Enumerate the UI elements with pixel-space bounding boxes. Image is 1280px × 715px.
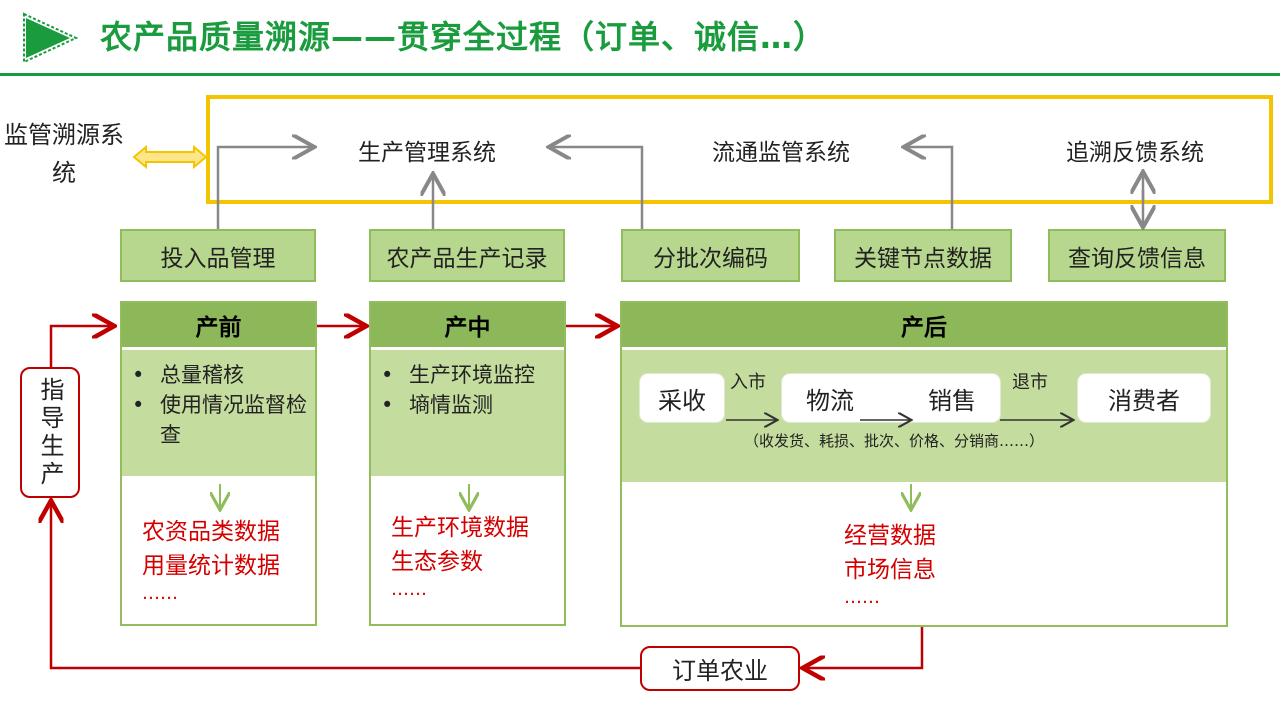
traceback-feedback-system: 追溯反馈系统 [1066,140,1204,166]
stage-post-ellipsis: …… [844,587,880,608]
stage-pre-bullet: 使用情况监督检查 [122,390,315,450]
flow-detail-note: （收发货、耗损、批次、价格、分销商……） [744,432,1045,450]
stage-mid-data-line: 生态参数 [391,549,483,575]
module-batch-coding: 分批次编码 [621,229,800,282]
stage-pre-data-line: 农资品类数据 [142,519,280,545]
node-to-circulation-arrow [906,147,954,229]
stage-pre-bullet: 总量稽核 [122,360,315,390]
stage-pre-data-line: 用量统计数据 [142,553,280,579]
stage-mid-bullet: 墒情监测 [371,390,564,420]
post-to-order-arrow [805,627,924,668]
flow-exit-market-label: 退市 [1012,372,1048,393]
flow-harvest: 采收 [640,374,724,422]
order-farming-box: 订单农业 [640,646,800,691]
stage-pre-ellipsis: …… [142,583,178,604]
stage-mid-title: 产中 [371,303,564,347]
stage-pre-data: 农资品类数据 用量统计数据 …… [122,479,315,604]
stage-pre-title: 产前 [122,303,315,347]
bidirectional-arrow-icon [132,144,208,170]
stage-post-data-line: 市场信息 [844,557,936,583]
logo-arrow-icon [20,12,80,64]
stage-post-data: 经营数据 市场信息 …… [622,485,1226,608]
flow-logistics-sales: 物流 销售 [782,374,1000,422]
production-management-system: 生产管理系统 [358,140,496,166]
stage-post-title: 产后 [622,303,1226,347]
stage-pre-production: 产前 总量稽核 使用情况监督检查 农资品类数据 用量统计数据 …… [120,301,317,626]
guide-production-label: 指导生产 [36,376,64,489]
stage-mid-bullet: 生产环境监控 [371,360,564,390]
module-production-record: 农产品生产记录 [369,229,565,282]
batch-to-production-arrow [551,147,644,229]
supervision-system-frame [206,95,1273,204]
stage-post-flow: 采收 入市 物流 销售 退市 消费者 （收发货、耗损、批次、价格、分销商……） [622,347,1226,485]
module-query-feedback: 查询反馈信息 [1048,229,1226,282]
page-title: 农产品质量溯源——贯穿全过程（订单、诚信…） [100,18,827,56]
stage-pre-tasks: 总量稽核 使用情况监督检查 [122,347,315,479]
stage-mid-data: 生产环境数据 生态参数 …… [371,479,564,600]
flow-logistics: 物流 [806,386,854,415]
supervision-trace-system-label: 监管溯源系统 [4,121,124,187]
stage-post-data-line: 经营数据 [844,523,936,549]
flow-sales: 销售 [928,386,976,415]
guide-production-box: 指导生产 [20,367,80,498]
flow-enter-market-label: 入市 [730,372,766,393]
stage-mid-data-line: 生产环境数据 [391,515,529,541]
order-to-guide-arrow [51,503,640,670]
stage-post-production: 产后 采收 入市 物流 销售 退市 消费者 （收发货、耗损、批次、价格、分销商…… [620,301,1228,627]
stage-mid-ellipsis: …… [391,579,427,600]
guide-to-pre-arrow [49,326,112,367]
stage-mid-tasks: 生产环境监控 墒情监测 [371,347,564,479]
stage-mid-production: 产中 生产环境监控 墒情监测 生产环境数据 生态参数 …… [369,301,566,626]
input-to-production-arrow [216,147,312,229]
module-key-node-data: 关键节点数据 [834,229,1012,282]
flow-consumer: 消费者 [1078,374,1210,422]
title-divider [0,73,1280,76]
module-input-management: 投入品管理 [120,229,316,282]
circulation-supervision-system: 流通监管系统 [712,140,850,166]
